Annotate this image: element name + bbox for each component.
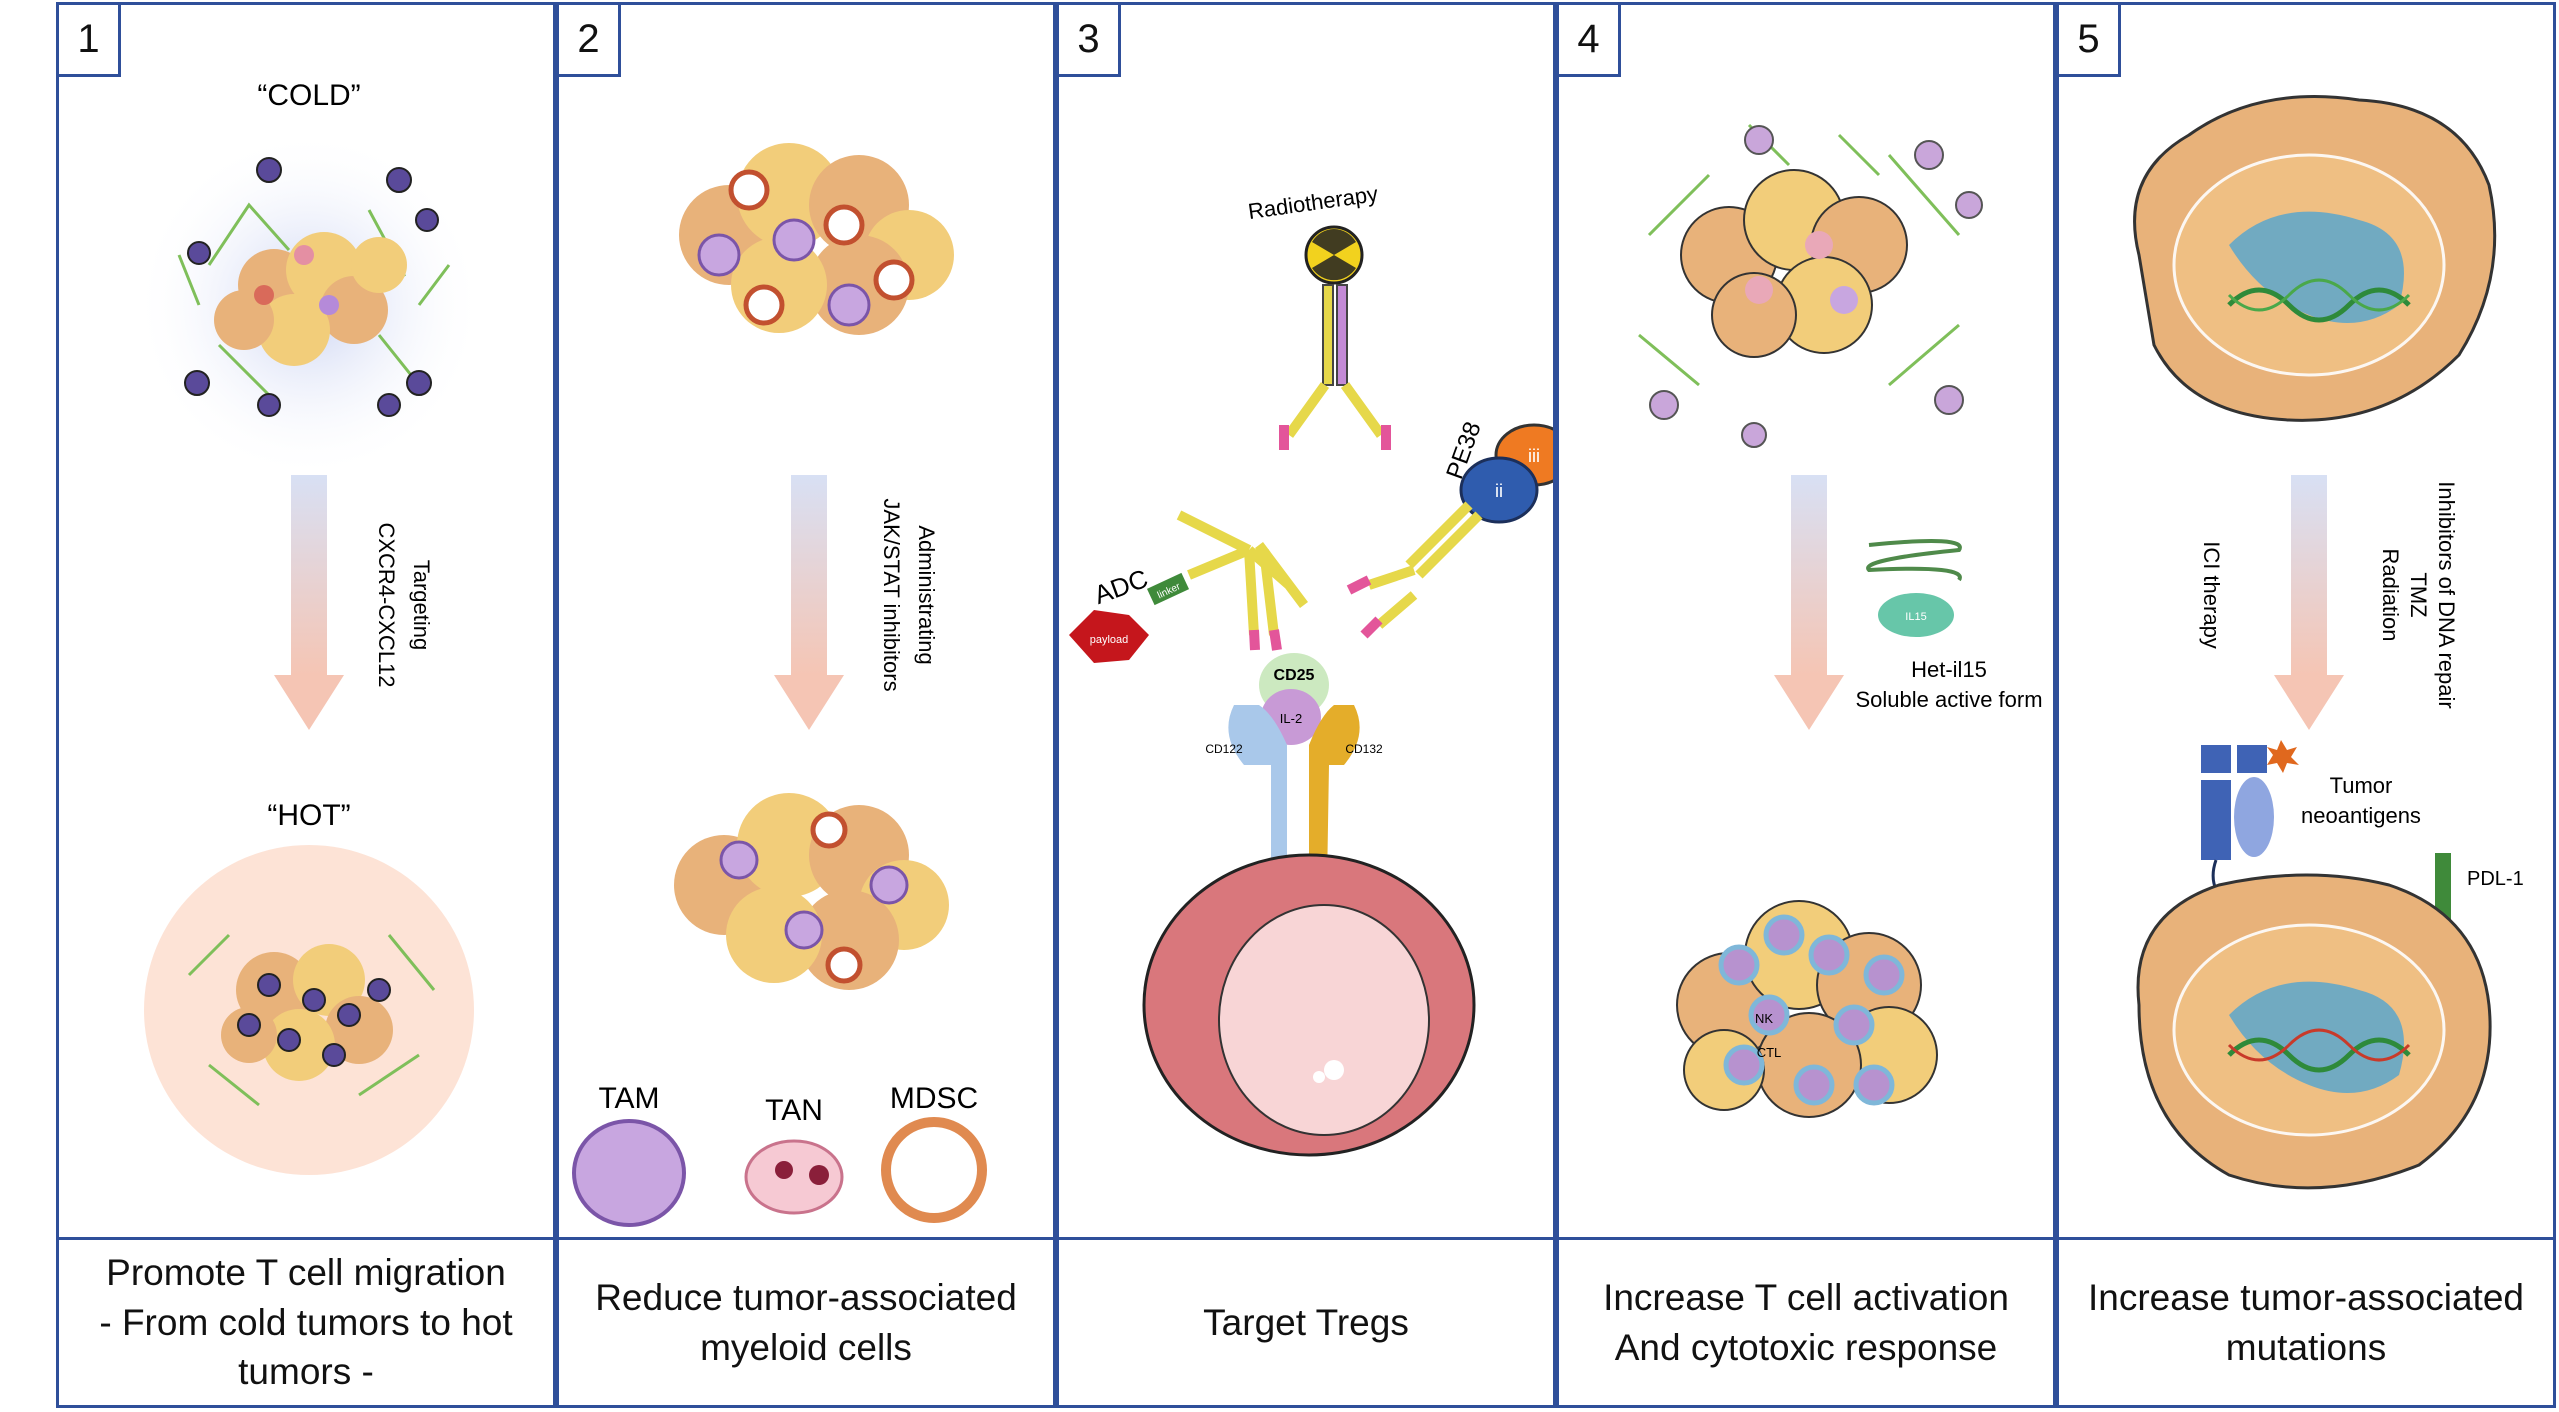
cd132-label: CD132 xyxy=(1345,742,1383,756)
panel-1-illustration: “COLD” Targeting CXCR4-CXCL12 “HOT” xyxy=(134,79,484,1175)
arrow-label-dna-repair: Inhibitors of DNA repair xyxy=(2434,481,2459,708)
adc-label: ADC xyxy=(1090,563,1152,610)
radiotherapy-label: Radiotherapy xyxy=(1246,181,1379,224)
pe38-domain-ii xyxy=(1459,456,1539,524)
panel-4: 4 IL15 Het-il15 xyxy=(1556,2,2056,1408)
nk-ctl-cells xyxy=(1718,914,1905,1106)
tumor-reduced-myeloid xyxy=(674,793,949,990)
panel-number: 4 xyxy=(1559,5,1621,77)
panel-1: 1 “COLD” xyxy=(56,2,556,1408)
legend-tam-cell xyxy=(572,1119,686,1227)
mhc-neoantigen-icon xyxy=(2201,740,2299,896)
arrow-shaft xyxy=(1791,475,1827,675)
legend-tam-label: TAM xyxy=(598,1082,659,1115)
pe38-domain-ii-label: ii xyxy=(1495,481,1503,501)
arrow-head xyxy=(1774,675,1844,730)
il15-blob xyxy=(1878,593,1954,637)
nk-label: NK xyxy=(1755,1011,1773,1026)
treg-cell xyxy=(1142,853,1476,1157)
panel-2-caption: Reduce tumor-associated myeloid cells xyxy=(559,1237,1053,1405)
t-cells-outside xyxy=(184,157,439,417)
arrow-shaft xyxy=(291,475,327,675)
arrow-label-administrating: Administrating xyxy=(914,525,939,664)
cd25-label: CD25 xyxy=(1274,667,1315,684)
panel-4-caption: Increase T cell activation And cytotoxic… xyxy=(1559,1237,2053,1405)
panel-5: 5 ICI therapy Inhibitors of DNA repair T… xyxy=(2056,2,2556,1408)
arrow-shaft xyxy=(791,475,827,675)
cold-tumor-cluster xyxy=(177,202,451,397)
arrow-label-jakstat: JAK/STAT inhibitors xyxy=(879,498,904,691)
tumor-cell-bottom xyxy=(2136,873,2492,1190)
panel-number: 5 xyxy=(2059,5,2121,77)
cold-label: “COLD” xyxy=(257,79,360,112)
adc-linker xyxy=(1146,572,1190,606)
panel-number: 1 xyxy=(59,5,121,77)
panel-1-caption: Promote T cell migration - From cold tum… xyxy=(59,1237,553,1405)
lymphocytes-outside xyxy=(1649,125,1983,448)
panel-2-illustration: Administrating JAK/STAT inhibitors TAM T… xyxy=(572,143,987,1227)
adc-payload xyxy=(1069,610,1149,663)
panel-3: 3 Radiotherapy PE38 iii ii ADC xyxy=(1056,2,1556,1408)
panel-5-caption: Increase tumor-associated mutations xyxy=(2059,1237,2553,1405)
arrow-shaft xyxy=(2291,475,2327,675)
panel-number: 2 xyxy=(559,5,621,77)
arrow-head xyxy=(2274,675,2344,730)
pdl1-label: PDL-1 xyxy=(2467,868,2524,890)
arrow-label-cxcr4: CXCR4-CXCL12 xyxy=(374,522,399,687)
legend-tan-label: TAN xyxy=(765,1094,823,1127)
legend-tan-cell xyxy=(744,1139,844,1215)
soluble-active-label: Soluble active form xyxy=(1855,687,2042,712)
arrow-head xyxy=(774,675,844,730)
pe38-domain-iii-label: iii xyxy=(1528,446,1540,466)
panel-4-illustration: IL15 Het-il15 Soluble active form NK CTL xyxy=(1638,123,2043,1118)
hot-label: “HOT” xyxy=(267,799,350,832)
arrow-label-targeting: Targeting xyxy=(409,560,434,651)
tumor-with-myeloid-cells xyxy=(679,143,954,335)
radio-antibody xyxy=(1279,284,1391,450)
arrow-label-ici: ICI therapy xyxy=(2199,541,2224,649)
adc-antibody xyxy=(1176,510,1308,651)
radiation-symbol-icon xyxy=(1304,225,1364,285)
tumor-neoantigens-label-1: Tumor xyxy=(2330,773,2393,798)
il2-label: IL-2 xyxy=(1280,711,1302,726)
panel-5-illustration: ICI therapy Inhibitors of DNA repair TMZ… xyxy=(2133,95,2524,1190)
panel-3-illustration: Radiotherapy PE38 iii ii ADC payloa xyxy=(1069,181,1553,1157)
panel-3-caption: Target Tregs xyxy=(1059,1237,1553,1405)
legend-mdsc-label: MDSC xyxy=(890,1082,978,1115)
legend-mdsc-cell xyxy=(881,1117,987,1223)
il15-label: IL15 xyxy=(1905,611,1926,623)
adc-payload-label: payload xyxy=(1090,634,1129,646)
tumor-cell-top xyxy=(2133,95,2497,422)
il15-helix xyxy=(1866,539,1962,582)
pe38-antibody xyxy=(1346,501,1483,639)
ctl-label: CTL xyxy=(1757,1045,1782,1060)
panel-number: 3 xyxy=(1059,5,1121,77)
tumor-with-stroma xyxy=(1638,123,1961,387)
t-cells-infiltrated xyxy=(237,973,391,1067)
arrow-head xyxy=(274,675,344,730)
panel-2: 2 Administrating JAK/S xyxy=(556,2,1056,1408)
arrow-label-radiation: Radiation xyxy=(2378,549,2403,642)
tumor-neoantigens-label-2: neoantigens xyxy=(2301,803,2421,828)
het-il15-label: Het-il15 xyxy=(1911,657,1987,682)
arrow-label-tmz: TMZ xyxy=(2406,572,2431,617)
cd122-label: CD122 xyxy=(1205,742,1243,756)
